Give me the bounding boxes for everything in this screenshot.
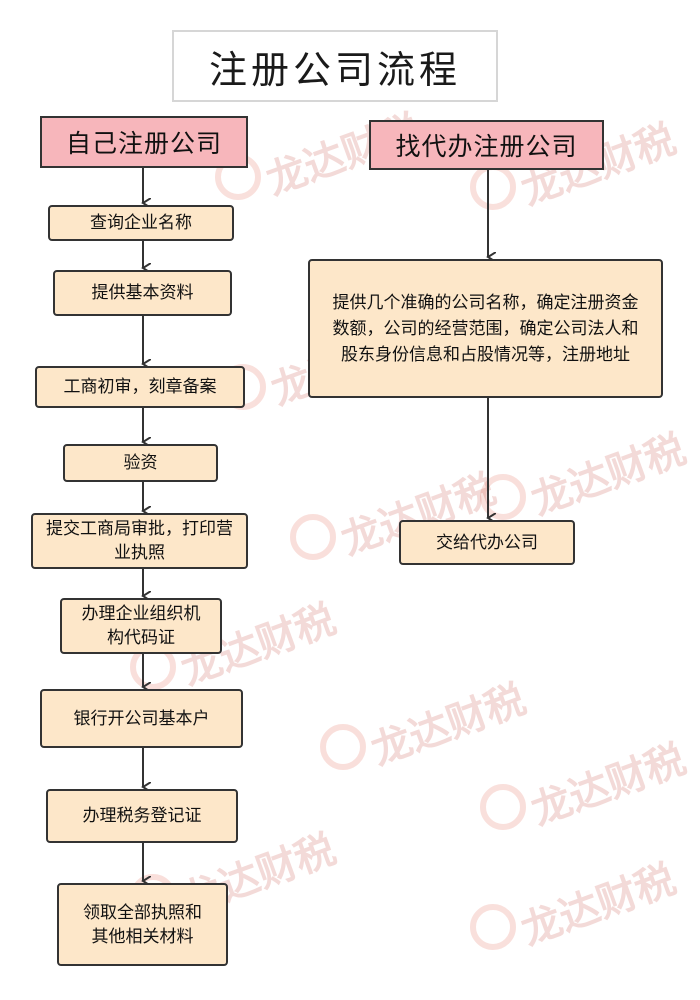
right-step-2: 交给代办公司: [399, 520, 575, 565]
left-step-8: 办理税务登记证: [46, 789, 238, 843]
left-step-9: 领取全部执照和其他相关材料: [57, 883, 228, 966]
page-title: 注册公司流程: [172, 30, 498, 102]
left-step-5: 提交工商局审批，打印营业执照: [31, 513, 248, 569]
watermark-text: 龙达财税: [525, 736, 692, 835]
right-step-1: 提供几个准确的公司名称，确定注册资金数额，公司的经营范围，确定公司法人和股东身份…: [308, 259, 663, 398]
left-step-7: 银行开公司基本户: [40, 689, 243, 748]
brand-logo-icon: [320, 724, 366, 770]
left-step-3: 工商初审，刻章备案: [35, 366, 245, 408]
left-step-1: 查询企业名称: [48, 205, 234, 241]
brand-logo-icon: [480, 474, 526, 520]
left-column-header: 自己注册公司: [40, 116, 248, 168]
watermark-text: 龙达财税: [525, 426, 692, 525]
left-step-4: 验资: [63, 444, 218, 482]
watermark-text: 龙达财税: [515, 856, 682, 955]
brand-logo-icon: [470, 164, 516, 210]
watermark-text: 龙达财税: [365, 676, 532, 775]
brand-logo-icon: [480, 784, 526, 830]
left-step-6: 办理企业组织机构代码证: [60, 598, 222, 654]
right-column-header: 找代办注册公司: [369, 120, 604, 170]
brand-logo-icon: [290, 514, 336, 560]
left-step-2: 提供基本资料: [53, 270, 232, 316]
brand-logo-icon: [470, 904, 516, 950]
